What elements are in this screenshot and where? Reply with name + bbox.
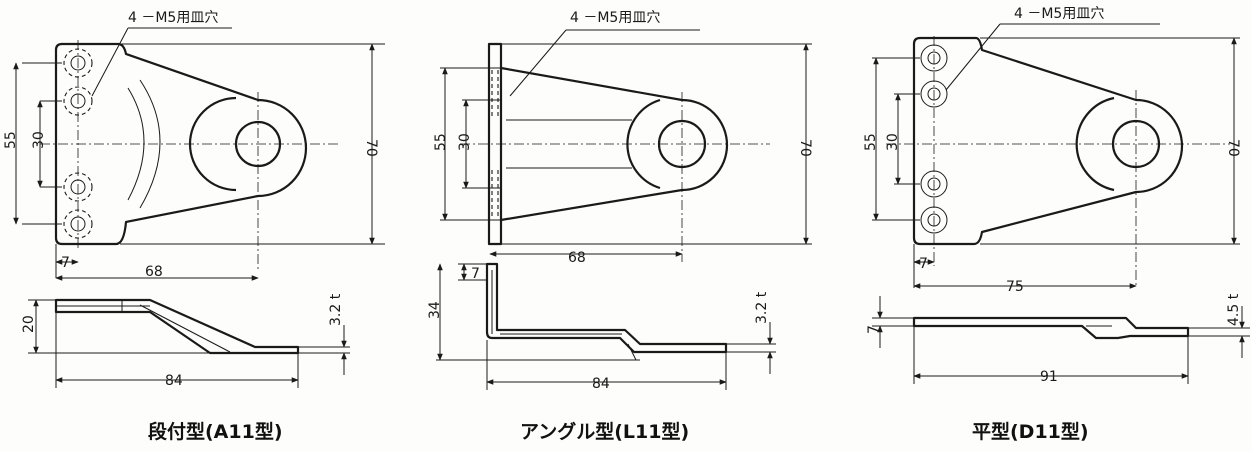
d11-dim-30: 30 (885, 133, 901, 151)
d11-dim-70: 70 (1225, 139, 1241, 157)
d11-dim-91: 91 (1040, 369, 1058, 385)
a11-dim-20: 20 (21, 315, 37, 333)
a11-dim-55: 55 (3, 131, 19, 149)
d11-dim-55: 55 (863, 133, 879, 151)
l11-dim-68: 68 (568, 250, 586, 266)
a11-dim-thickness: 3.2 t (328, 293, 344, 326)
d11-side-view (872, 296, 1250, 384)
l11-side-profile (485, 262, 728, 354)
a11-hole-callout: 4 －M5用皿穴 (128, 10, 218, 26)
l11-dim-7: 7 (471, 266, 480, 282)
l11-dim-34: 34 (427, 301, 443, 319)
a11-side-profile (54, 298, 300, 355)
a11-dim-84: 84 (165, 373, 183, 389)
l11-hole-callout: 4 －M5用皿穴 (570, 10, 660, 26)
a11-top-view (13, 27, 385, 281)
d11-dim-7: 7 (919, 256, 928, 272)
d11-plate-outline (912, 36, 1184, 246)
d11-top-view (872, 23, 1240, 289)
d11-hole-callout: 4 －M5用皿穴 (1014, 6, 1104, 22)
l11-side-view (436, 262, 776, 390)
l11-dim-70: 70 (797, 139, 813, 157)
l11-dim-thickness: 3.2 t (754, 291, 770, 324)
l11-dim-84: 84 (592, 376, 610, 392)
a11-side-view (28, 298, 350, 388)
d11-dim-thickness: 4.5 t (1226, 293, 1242, 326)
l11-caption: アングル型(L11型) (520, 420, 689, 443)
a11-step-arc (127, 87, 145, 201)
l11-dim-30: 30 (457, 133, 473, 151)
d11-caption: 平型(D11型) (972, 420, 1089, 443)
a11-dim-30: 30 (31, 131, 47, 149)
a11-caption: 段付型(A11型) (148, 420, 283, 443)
d11-dim-7-side: 7 (866, 325, 882, 334)
a11-dim-68: 68 (145, 264, 163, 280)
a11-dim-7: 7 (61, 255, 70, 271)
d11-side-profile (912, 316, 1190, 340)
l11-top-view (440, 29, 812, 262)
l11-plate-outline (500, 66, 729, 222)
l11-dim-55: 55 (433, 133, 449, 151)
a11-dim-70: 70 (363, 139, 379, 157)
d11-dim-75: 75 (1006, 279, 1024, 295)
